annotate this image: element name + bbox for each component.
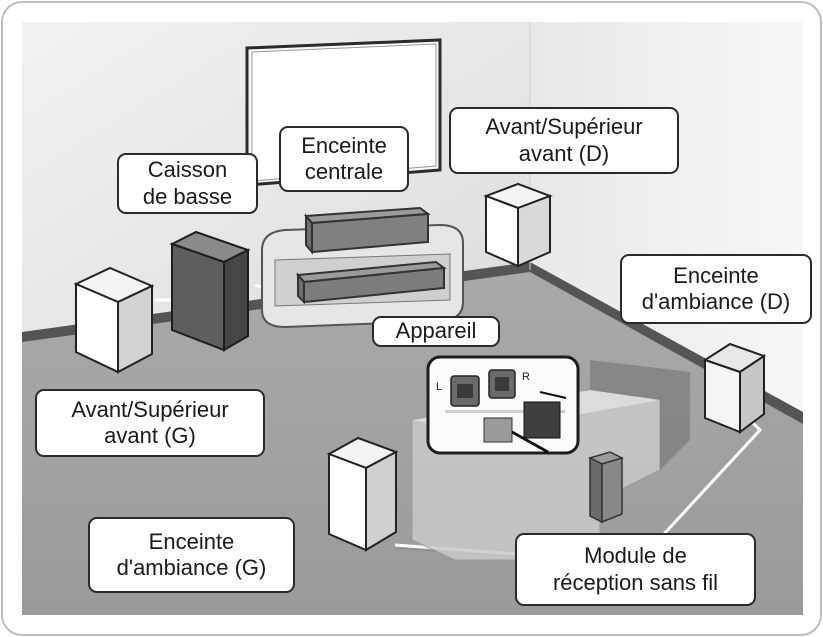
label-enceinte-centrale: Enceinte centrale [279, 126, 409, 192]
front-right-speaker [483, 182, 553, 268]
wireless-receiver-module [587, 451, 625, 524]
label-appareil: Appareil [372, 316, 500, 347]
label-enceinte-ambiance-g: Enceinte d'ambiance (G) [88, 517, 295, 593]
label-caisson-de-basse: Caisson de basse [117, 153, 258, 214]
center-speaker [303, 206, 431, 255]
label-avant-superieur-avant-d: Avant/Supérieur avant (D) [449, 107, 679, 174]
front-left-speaker [73, 266, 155, 374]
connection-detail-panel: L R [426, 355, 580, 455]
label-module-reception: Module de réception sans fil [515, 533, 756, 606]
panel-left-marker: L [436, 381, 442, 393]
surround-left-speaker [326, 436, 399, 552]
label-enceinte-ambiance-d: Enceinte d'ambiance (D) [620, 254, 812, 324]
panel-right-marker: R [522, 371, 530, 383]
label-avant-superieur-avant-g: Avant/Supérieur avant (G) [35, 389, 265, 457]
main-device [295, 260, 447, 305]
surround-right-speaker [702, 342, 767, 434]
subwoofer [169, 230, 251, 352]
